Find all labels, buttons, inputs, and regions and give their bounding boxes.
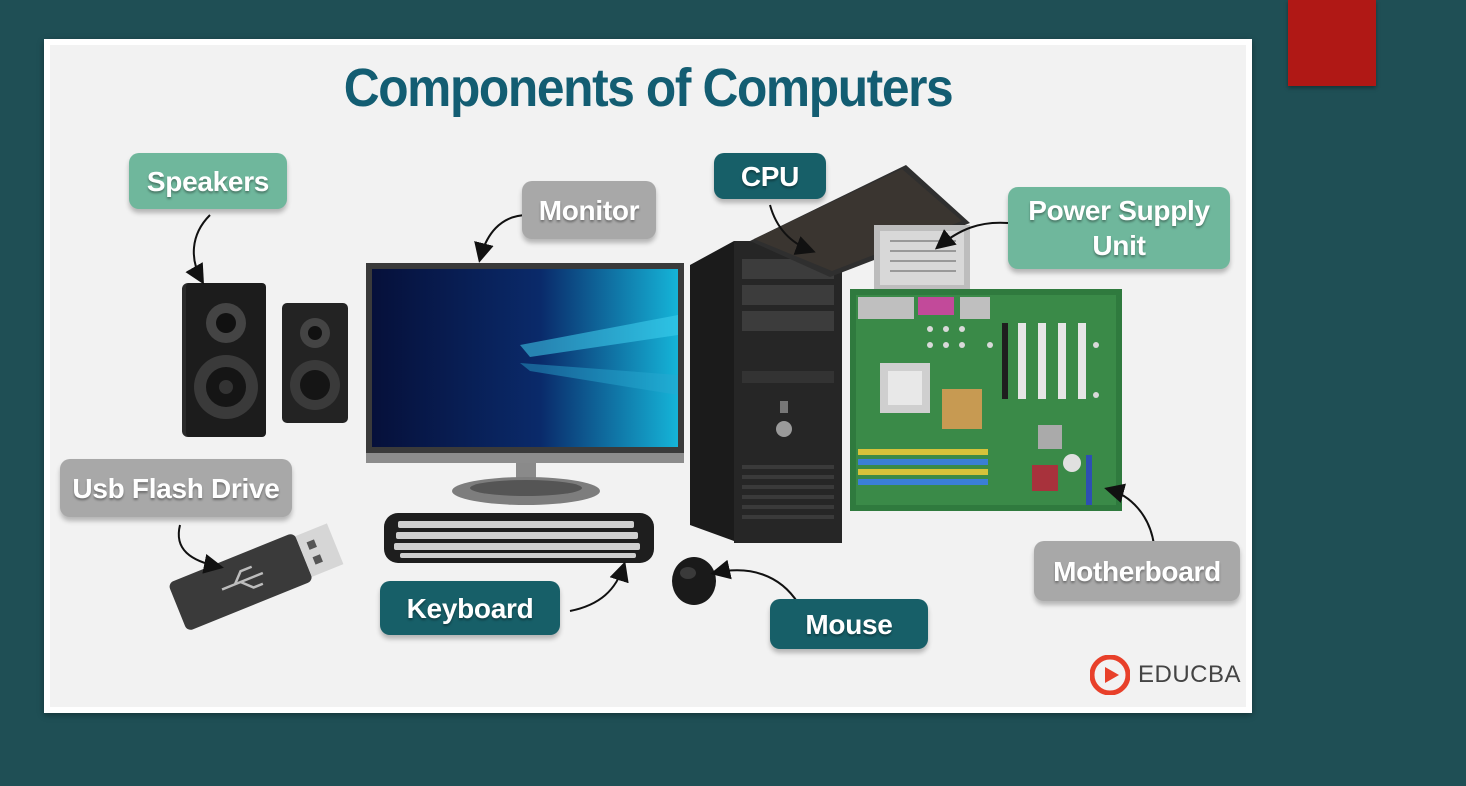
label-cpu: CPU bbox=[714, 153, 826, 199]
motherboard-icon bbox=[850, 289, 1122, 511]
psu-label-line2: Unit bbox=[1092, 230, 1146, 261]
connector-arrows bbox=[177, 204, 1155, 612]
psu-label-line1: Power Supply bbox=[1028, 195, 1210, 226]
diagram-title: Components of Computers bbox=[343, 58, 954, 118]
educba-logo-text: EDUCBA bbox=[1138, 661, 1242, 688]
label-speakers: Speakers bbox=[129, 153, 287, 209]
diagram-panel: Components of Computers bbox=[50, 45, 1246, 707]
keyboard-icon bbox=[384, 513, 654, 563]
label-power-supply-unit: Power Supply Unit bbox=[1008, 187, 1230, 269]
corner-accent-box bbox=[1288, 0, 1376, 86]
speakers-icon bbox=[182, 283, 348, 437]
slide-frame: Components of Computers bbox=[44, 39, 1252, 713]
educba-logo-icon bbox=[1090, 655, 1130, 695]
label-keyboard: Keyboard bbox=[380, 581, 560, 635]
label-motherboard: Motherboard bbox=[1034, 541, 1240, 601]
monitor-icon bbox=[366, 263, 684, 505]
label-monitor: Monitor bbox=[522, 181, 656, 239]
label-mouse: Mouse bbox=[770, 599, 928, 649]
components-illustration bbox=[169, 165, 1155, 630]
educba-logo: EDUCBA bbox=[1090, 655, 1241, 695]
label-usb-flash-drive: Usb Flash Drive bbox=[60, 459, 292, 517]
usb-drive-icon bbox=[169, 523, 344, 630]
mouse-icon bbox=[672, 557, 716, 605]
